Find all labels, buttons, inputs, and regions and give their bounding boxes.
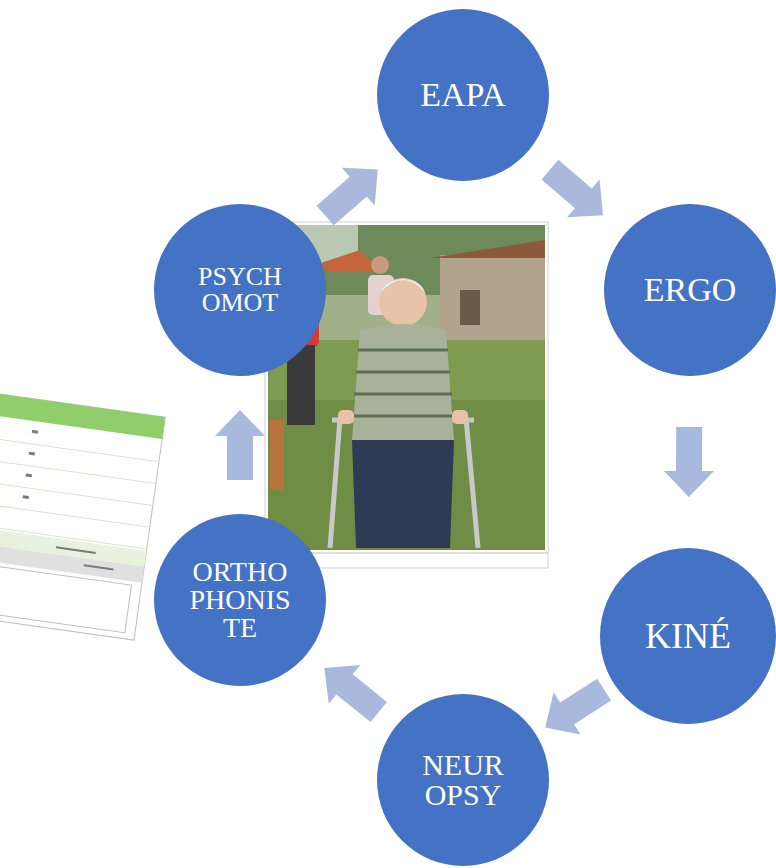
circle-label: ORTHO PHONIS TE bbox=[189, 558, 290, 642]
block-arrow bbox=[215, 410, 265, 480]
role-circle: NEUR OPSY bbox=[377, 694, 549, 866]
role-circle: EAPA bbox=[377, 9, 549, 181]
block-arrow bbox=[545, 679, 611, 735]
circle-label: KINÉ bbox=[645, 618, 731, 654]
circle-label: ERGO bbox=[644, 273, 737, 307]
block-arrow bbox=[317, 168, 378, 226]
circle-label: PSYCH OMOT bbox=[198, 264, 282, 316]
role-circle: PSYCH OMOT bbox=[154, 204, 326, 376]
circle-label: EAPA bbox=[420, 78, 506, 112]
role-circle: KINÉ bbox=[600, 548, 776, 724]
block-arrow bbox=[664, 427, 714, 497]
block-arrow bbox=[542, 160, 604, 218]
block-arrow bbox=[324, 665, 387, 722]
role-circle: ORTHO PHONIS TE bbox=[154, 514, 326, 686]
screenshot-card bbox=[0, 394, 165, 640]
role-circle: ERGO bbox=[604, 204, 776, 376]
circle-label: NEUR OPSY bbox=[422, 750, 504, 810]
